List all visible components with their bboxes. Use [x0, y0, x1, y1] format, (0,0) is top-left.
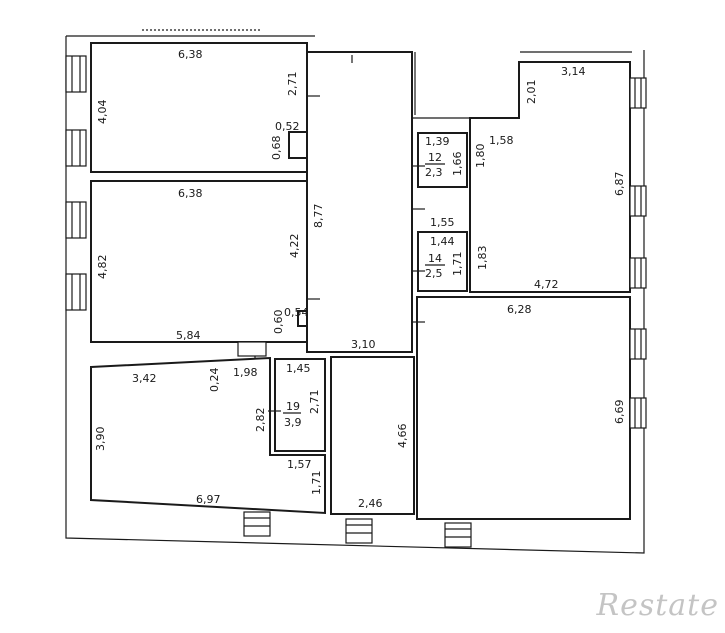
room-12-number: 12	[428, 151, 442, 164]
room-3-top-dim: 3,42	[132, 372, 157, 385]
room-right-top-notch-dim: 2,01	[525, 80, 538, 105]
room-12-area: 2,3	[425, 166, 443, 179]
room-3-notch-w: 1,98	[233, 366, 258, 379]
room-2-niche-h: 0,60	[272, 310, 285, 335]
room-right-bottom-top-dim: 6,28	[507, 303, 532, 316]
room-small-side-dim: 4,66	[396, 424, 409, 449]
corridor-bottom-dim: 3,10	[351, 338, 376, 351]
room-14-top-dim: 1,44	[430, 235, 455, 248]
room-19-number: 19	[286, 400, 300, 413]
room-3-outline	[90, 356, 326, 515]
corridor-outline	[306, 51, 413, 353]
room-19-tail-dim: 1,71	[310, 471, 323, 496]
room-19-bottom-dim: 1,57	[287, 458, 312, 471]
room-2-top-dim: 6,38	[178, 187, 203, 200]
room-right-top-mid-dim: 1,55	[430, 216, 455, 229]
room-2-niche-w: 0,54	[284, 306, 309, 319]
room-19-outline	[274, 358, 326, 452]
room-right-top-side-left2-dim: 1,83	[476, 246, 489, 271]
room-19-top-dim: 1,45	[286, 362, 311, 375]
room-right-top-side-left-dim: 1,80	[474, 144, 487, 169]
room-small-outline	[330, 356, 415, 515]
room-12-side-dim: 1,66	[451, 152, 464, 177]
room-19-height-dim: 2,71	[308, 390, 321, 415]
room-1-right-dim: 2,71	[286, 72, 299, 97]
room-right-bottom-side-dim: 6,69	[613, 400, 626, 425]
room-14-side-dim: 1,71	[451, 252, 464, 277]
room-small-bottom-dim: 2,46	[358, 497, 383, 510]
room-right-top-width2-dim: 1,58	[489, 134, 514, 147]
room-3-notch-h: 0,24	[208, 368, 221, 393]
room-12-top-dim: 1,39	[425, 135, 450, 148]
window-top-center	[237, 341, 267, 357]
windows-bottom	[243, 511, 472, 548]
upper-right-walls	[411, 51, 632, 119]
room-19-area: 3,9	[284, 416, 302, 429]
room-3-bottom-dim: 6,97	[196, 493, 221, 506]
windows-left	[65, 55, 87, 311]
corridor-height-dim: 8,77	[312, 204, 325, 229]
room-2-bottom-dim: 5,84	[176, 329, 201, 342]
room-12-outline	[417, 132, 468, 188]
room-14-number: 14	[428, 252, 442, 265]
building-outline	[65, 35, 645, 554]
windows-right	[629, 77, 647, 429]
room-1-niche-h: 0,68	[270, 136, 283, 161]
room-14-area: 2,5	[425, 267, 443, 280]
room-1-top-dim: 6,38	[178, 48, 203, 61]
room-1-niche-w: 0,52	[275, 120, 300, 133]
room-2-side-dim: 4,82	[96, 255, 109, 280]
room-19-left-dim: 2,82	[254, 408, 267, 433]
room-1-side-dim: 4,04	[96, 100, 109, 125]
brand-logo: Restate	[596, 588, 719, 623]
room-right-top-outline	[469, 61, 631, 293]
room-right-top-side-dim: 6,87	[613, 172, 626, 197]
room-right-bottom-outline	[416, 296, 631, 520]
room-2-right-dim: 4,22	[288, 234, 301, 259]
room-right-top-top-dim: 3,14	[561, 65, 586, 78]
room-right-top-bottom-dim: 4,72	[534, 278, 559, 291]
room-3-side-dim: 3,90	[94, 427, 107, 452]
